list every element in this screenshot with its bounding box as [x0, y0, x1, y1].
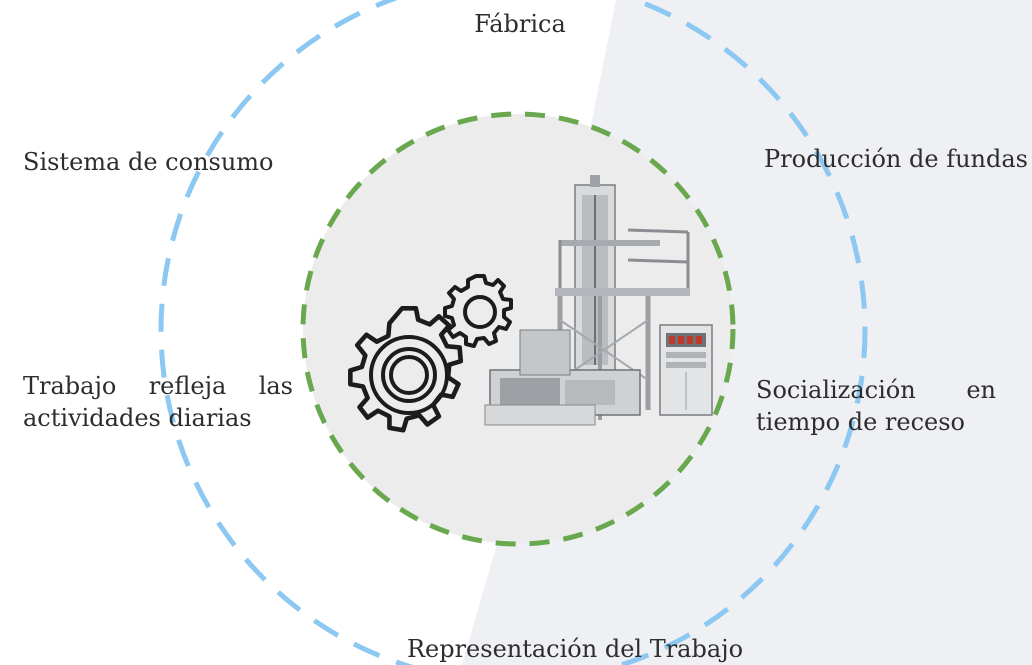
- label-socializacion-line2: tiempo de receso: [756, 408, 966, 436]
- label-representacion-del-trabajo: Representación del Trabajo: [406, 635, 744, 663]
- label-sistema-de-consumo: Sistema de consumo: [23, 148, 274, 176]
- inner-circle-fill: [303, 114, 733, 544]
- label-trabajo-refleja: Trabajo refleja las actividades diarias: [23, 370, 293, 434]
- label-trabajo-refleja-line1: Trabajo refleja las: [23, 372, 293, 400]
- label-socializacion: Socialización en tiempo de receso: [756, 374, 996, 438]
- label-socializacion-line1: Socialización en: [756, 376, 996, 404]
- extrusion-machine-image: [484, 175, 713, 426]
- outer-ring: [158, 0, 868, 665]
- inner-ring: [300, 111, 736, 547]
- label-fabrica: Fábrica: [474, 10, 566, 38]
- label-trabajo-refleja-line2: actividades diarias: [23, 404, 252, 432]
- label-produccion-de-fundas: Producción de fundas: [764, 145, 1028, 173]
- gears-icon: [348, 274, 513, 433]
